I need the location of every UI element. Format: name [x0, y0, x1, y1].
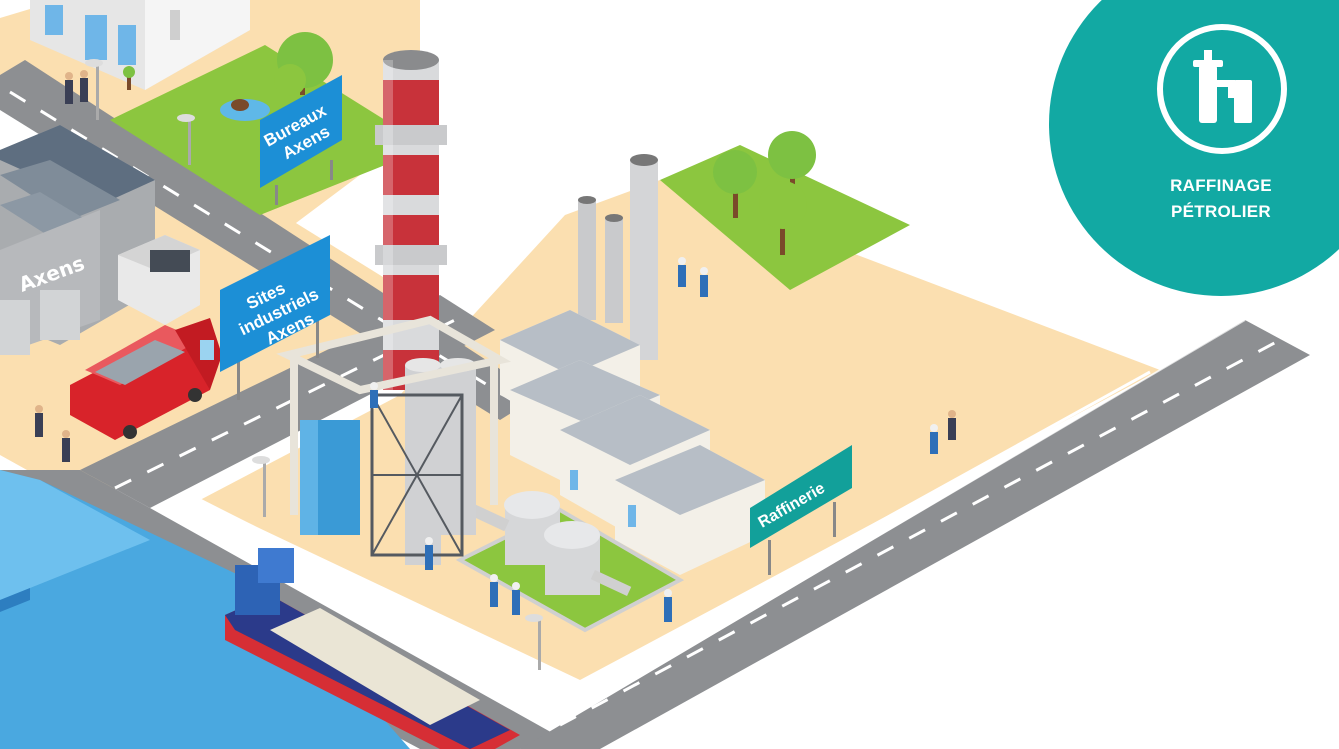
axens-warehouse: Axens [0, 125, 200, 355]
storage-tanks [449, 491, 685, 633]
main-chimney [375, 50, 447, 390]
street-lamps [85, 59, 543, 670]
office-building [30, 0, 250, 90]
quay-edge [0, 588, 30, 612]
svg-text:Sites industriels: Sites industriels Axens [227, 264, 334, 357]
trees [123, 32, 816, 255]
process-column-frame [276, 315, 512, 565]
sign-bureaux-axens: Bureaux Axens [260, 75, 342, 205]
category-badge: RAFFINAGE PÉTROLIER [1049, 0, 1339, 296]
badge-line2: PÉTROLIER [1171, 202, 1271, 221]
road-dash [559, 338, 1281, 727]
office-lawn [110, 45, 385, 215]
red-truck [70, 318, 222, 440]
road-edge-line-top [599, 319, 1246, 701]
rock [231, 99, 249, 111]
badge-icon-ring [1157, 24, 1287, 154]
badge-circle [1049, 0, 1339, 296]
badge-line1: RAFFINAGE [1170, 176, 1272, 195]
tanker-ship [225, 548, 520, 749]
refinery-column-icon [1193, 50, 1252, 123]
road-edge-line [199, 370, 1151, 692]
workers [35, 70, 956, 622]
sign-sites-industriels: Sites industriels Axens [220, 235, 334, 400]
river-light [0, 470, 150, 600]
road-dash [9, 90, 521, 407]
process-units [500, 154, 765, 575]
